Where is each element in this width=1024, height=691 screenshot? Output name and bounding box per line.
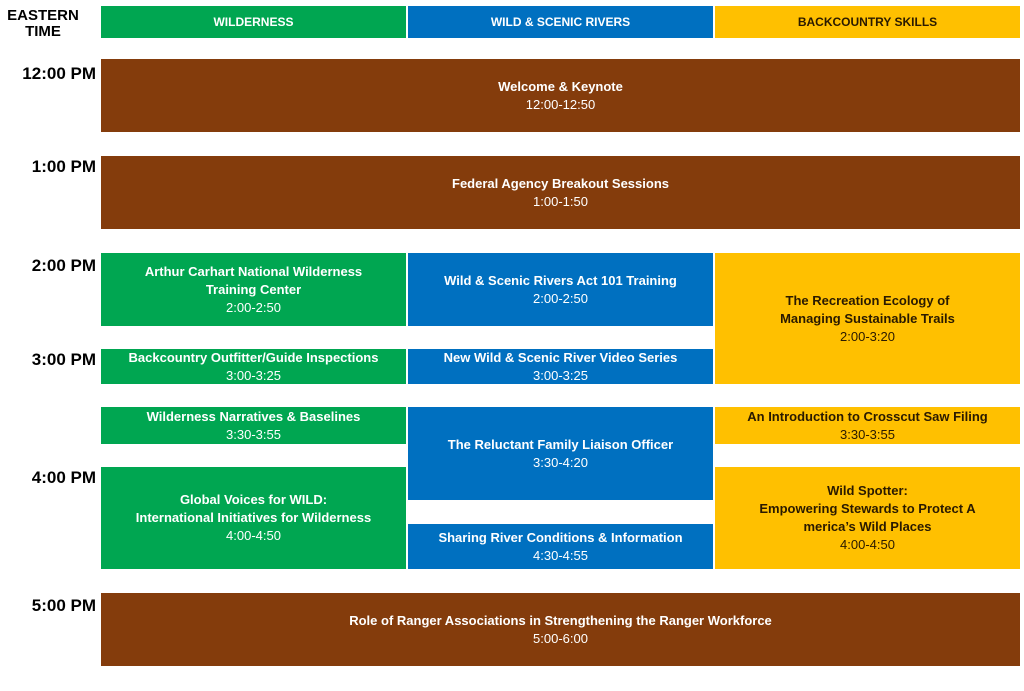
session-time: 2:00-3:20 xyxy=(840,328,895,344)
session-title: Global Voices for WILD: International In… xyxy=(135,492,372,525)
session-time: 4:00-4:50 xyxy=(226,528,281,543)
session-spotter[interactable]: Wild Spotter: Empowering Stewards to Pro… xyxy=(715,467,1020,569)
session-time: 12:00-12:50 xyxy=(525,96,596,112)
time-label-4pm: 4:00 PM xyxy=(31,468,96,487)
session-title: The Reluctant Family Liaison Officer xyxy=(447,436,674,452)
wilderness-column-header: WILDERNESS xyxy=(101,6,406,38)
session-time: 5:00-6:00 xyxy=(533,630,588,646)
skills-column-header: BACKCOUNTRY SKILLS xyxy=(715,6,1020,38)
session-title: Backcountry Outfitter/Guide Inspections xyxy=(128,349,379,365)
session-time: 3:00-3:25 xyxy=(533,367,588,383)
time-label-2pm: 2:00 PM xyxy=(31,256,96,275)
time-label-1pm: 1:00 PM xyxy=(31,157,96,176)
session-title: Sharing River Conditions & Information xyxy=(438,529,683,545)
session-global[interactable]: Global Voices for WILD: International In… xyxy=(101,467,406,569)
session-recreation[interactable]: The Recreation Ecology of Managing Susta… xyxy=(715,253,1020,384)
session-title: New Wild & Scenic River Video Series xyxy=(443,349,678,365)
session-title: An Introduction to Crosscut Saw Filing xyxy=(747,408,988,424)
session-title: Arthur Carhart National Wilderness Train… xyxy=(144,263,363,297)
session-title: Role of Ranger Associations in Strengthe… xyxy=(349,612,772,628)
session-title: Wild & Scenic Rivers Act 101 Training xyxy=(444,272,677,288)
session-title: The Recreation Ecology of Managing Susta… xyxy=(780,292,955,326)
session-narratives[interactable]: Wilderness Narratives & Baselines 3:30-3… xyxy=(101,407,406,444)
session-liaison[interactable]: The Reluctant Family Liaison Officer 3:3… xyxy=(408,407,713,500)
session-ranger[interactable]: Role of Ranger Associations in Strengthe… xyxy=(101,593,1020,666)
session-time: 3:00-3:25 xyxy=(226,367,281,383)
session-keynote[interactable]: Welcome & Keynote 12:00-12:50 xyxy=(101,59,1020,132)
session-carhart[interactable]: Arthur Carhart National Wilderness Train… xyxy=(101,253,406,326)
session-title: Wild Spotter: Empowering Stewards to Pro… xyxy=(759,483,976,534)
session-time: 3:30-3:55 xyxy=(840,426,895,442)
session-time: 4:00-4:50 xyxy=(840,537,895,552)
time-label-12pm: 12:00 PM xyxy=(22,64,96,83)
session-video[interactable]: New Wild & Scenic River Video Series 3:0… xyxy=(408,349,713,384)
session-time: 3:30-4:20 xyxy=(533,454,588,470)
session-title: Welcome & Keynote xyxy=(498,78,623,94)
session-breakout[interactable]: Federal Agency Breakout Sessions 1:00-1:… xyxy=(101,156,1020,229)
session-time: 3:30-3:55 xyxy=(226,426,281,442)
session-outfitter[interactable]: Backcountry Outfitter/Guide Inspections … xyxy=(101,349,406,384)
session-time: 4:30-4:55 xyxy=(533,547,588,563)
time-label-3pm: 3:00 PM xyxy=(31,350,96,369)
session-time: 2:00-2:50 xyxy=(533,290,588,306)
session-time: 1:00-1:50 xyxy=(533,193,588,209)
session-title: Wilderness Narratives & Baselines xyxy=(146,408,361,424)
session-crosscut[interactable]: An Introduction to Crosscut Saw Filing 3… xyxy=(715,407,1020,444)
time-label-5pm: 5:00 PM xyxy=(31,596,96,615)
session-wsr101[interactable]: Wild & Scenic Rivers Act 101 Training 2:… xyxy=(408,253,713,326)
session-title: Federal Agency Breakout Sessions xyxy=(452,175,669,191)
session-time: 2:00-2:50 xyxy=(226,299,281,315)
time-column-header: EASTERN TIME xyxy=(7,7,79,40)
session-sharing[interactable]: Sharing River Conditions & Information 4… xyxy=(408,524,713,569)
rivers-column-header: WILD & SCENIC RIVERS xyxy=(408,6,713,38)
